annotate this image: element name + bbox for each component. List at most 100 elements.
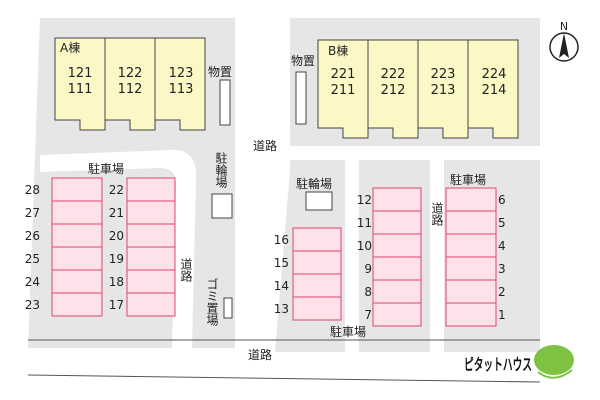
parking-number-18: 18	[109, 275, 124, 289]
parking-space-23	[51, 292, 103, 317]
parking-number-24: 24	[25, 275, 40, 289]
parking-number-23: 23	[25, 298, 40, 312]
unit-b-3-upper: 223	[431, 67, 456, 82]
parking-spaces: 2827262524232221201918171615141312111098…	[25, 177, 506, 327]
parking-number-3: 3	[498, 262, 506, 276]
pitat-house-logo: ピタットハウス	[464, 345, 574, 379]
north-label: N	[560, 20, 568, 33]
parking-space-20	[126, 223, 176, 248]
logo-leaf-icon	[534, 345, 574, 375]
parking-number-27: 27	[25, 206, 40, 220]
parking-space-24	[51, 269, 103, 294]
parking-space-1	[445, 302, 497, 327]
path-top-b	[290, 146, 540, 160]
parking-number-7: 7	[364, 308, 372, 322]
parking-number-12: 12	[357, 193, 372, 207]
parking-number-5: 5	[498, 216, 506, 230]
parking-space-4	[445, 233, 497, 258]
road-label-top: 道路	[253, 138, 277, 153]
parking-number-22: 22	[109, 183, 124, 197]
road-label-vertical-left: 道路	[179, 258, 193, 283]
road-label-bottom: 道路	[248, 347, 272, 362]
parking-number-13: 13	[274, 302, 289, 316]
parking-space-27	[51, 200, 103, 225]
storage-label-b: 物置	[291, 54, 315, 68]
parking-number-8: 8	[364, 285, 372, 299]
parking-space-16	[292, 227, 342, 252]
unit-a-2-upper: 122	[118, 66, 143, 81]
parking-space-25	[51, 246, 103, 271]
parking-space-8	[372, 279, 422, 304]
unit-b-4-upper: 224	[482, 67, 507, 82]
parking-space-14	[292, 273, 342, 298]
storage-box-a	[219, 79, 231, 126]
unit-b-4-lower: 214	[482, 83, 507, 98]
parking-number-19: 19	[109, 252, 124, 266]
unit-b-2-upper: 222	[381, 67, 406, 82]
parking-number-20: 20	[109, 229, 124, 243]
unit-b-1-lower: 211	[331, 83, 356, 98]
storage-box-b	[295, 71, 307, 125]
garbage-box	[223, 297, 233, 319]
unit-b-2-lower: 212	[381, 83, 406, 98]
parking-number-1: 1	[498, 308, 506, 322]
unit-a-1-upper: 121	[68, 66, 93, 81]
parking-number-10: 10	[357, 239, 372, 253]
parking-number-15: 15	[274, 256, 289, 270]
parking-number-26: 26	[25, 229, 40, 243]
storage-label-a: 物置	[208, 65, 232, 79]
parking-label-right: 駐車場	[450, 172, 486, 187]
unit-a-1-lower: 111	[68, 82, 93, 97]
garbage-label-vertical: ゴミ置場	[205, 277, 219, 327]
parking-space-17	[126, 292, 176, 317]
parking-space-21	[126, 200, 176, 225]
building-b	[317, 39, 519, 139]
bicycle-label-vertical: 駐輪場	[214, 151, 228, 189]
parking-number-17: 17	[109, 298, 124, 312]
parking-number-21: 21	[109, 206, 124, 220]
parking-number-14: 14	[274, 279, 289, 293]
bicycle-box-a	[211, 193, 233, 219]
building-a	[54, 37, 206, 131]
unit-a-3-lower: 113	[169, 82, 194, 97]
parking-space-6	[445, 187, 497, 212]
parking-space-2	[445, 279, 497, 304]
parking-space-18	[126, 269, 176, 294]
parking-space-10	[372, 233, 422, 258]
bicycle-box-b	[305, 191, 333, 211]
logo-text: ピタットハウス	[464, 355, 532, 374]
building-a-label: A棟	[60, 40, 80, 55]
parking-number-16: 16	[274, 233, 289, 247]
main-road	[27, 339, 541, 383]
parking-space-12	[372, 187, 422, 212]
path-center-vertical	[345, 160, 359, 352]
parking-label-left: 駐車場	[88, 161, 124, 176]
parking-space-7	[372, 302, 422, 327]
unit-a-3-upper: 123	[169, 66, 194, 81]
path-curve-left	[40, 149, 197, 348]
parking-number-25: 25	[25, 252, 40, 266]
parking-label-bottom: 駐車場	[330, 324, 366, 339]
bicycle-label-b: 駐輪場	[296, 176, 332, 191]
parking-space-26	[51, 223, 103, 248]
parking-number-9: 9	[364, 262, 372, 276]
parking-number-11: 11	[357, 216, 372, 230]
parking-space-19	[126, 246, 176, 271]
parking-space-28	[51, 177, 103, 202]
parking-space-22	[126, 177, 176, 202]
parking-space-13	[292, 296, 342, 321]
parking-space-11	[372, 210, 422, 235]
parking-space-9	[372, 256, 422, 281]
parking-number-28: 28	[25, 183, 40, 197]
parking-space-3	[445, 256, 497, 281]
road-label-vertical-right: 道路	[430, 202, 444, 227]
unit-b-1-upper: 221	[331, 67, 356, 82]
path-right-vertical	[430, 160, 444, 352]
parking-space-5	[445, 210, 497, 235]
building-b-label: B棟	[328, 43, 348, 58]
internal-roads	[40, 146, 540, 352]
unit-a-2-lower: 112	[118, 82, 143, 97]
unit-b-3-lower: 213	[431, 83, 456, 98]
north-arrow-icon: N	[549, 20, 579, 62]
